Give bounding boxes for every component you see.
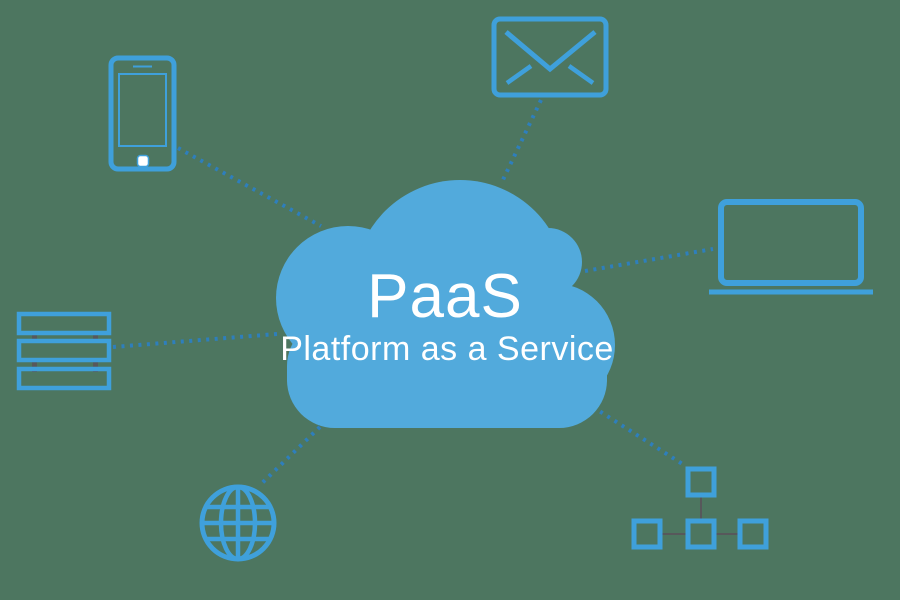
phone-home-button: [136, 154, 150, 168]
connector-server: [112, 332, 278, 349]
globe-icon: [199, 484, 277, 562]
network-nodes-icon: [631, 466, 769, 550]
laptop-icon: [709, 199, 873, 295]
smartphone-icon: [108, 55, 177, 172]
diagram-subtitle: Platform as a Service: [280, 330, 614, 368]
connector-smartphone: [177, 146, 322, 228]
connector-globe: [257, 419, 328, 488]
connector-network: [591, 405, 686, 467]
connector-laptop: [584, 247, 714, 273]
server-stack-icon: [16, 311, 112, 391]
cloud-shape: [276, 180, 615, 428]
envelope-icon: [491, 16, 609, 98]
diagram-title: PaaS: [367, 262, 523, 331]
cloud-node: PaaS Platform as a Service: [276, 180, 615, 428]
connector-email: [499, 99, 543, 185]
laptop-screen: [718, 199, 864, 286]
connectors: [112, 99, 714, 488]
envelope-flap: [504, 30, 597, 73]
